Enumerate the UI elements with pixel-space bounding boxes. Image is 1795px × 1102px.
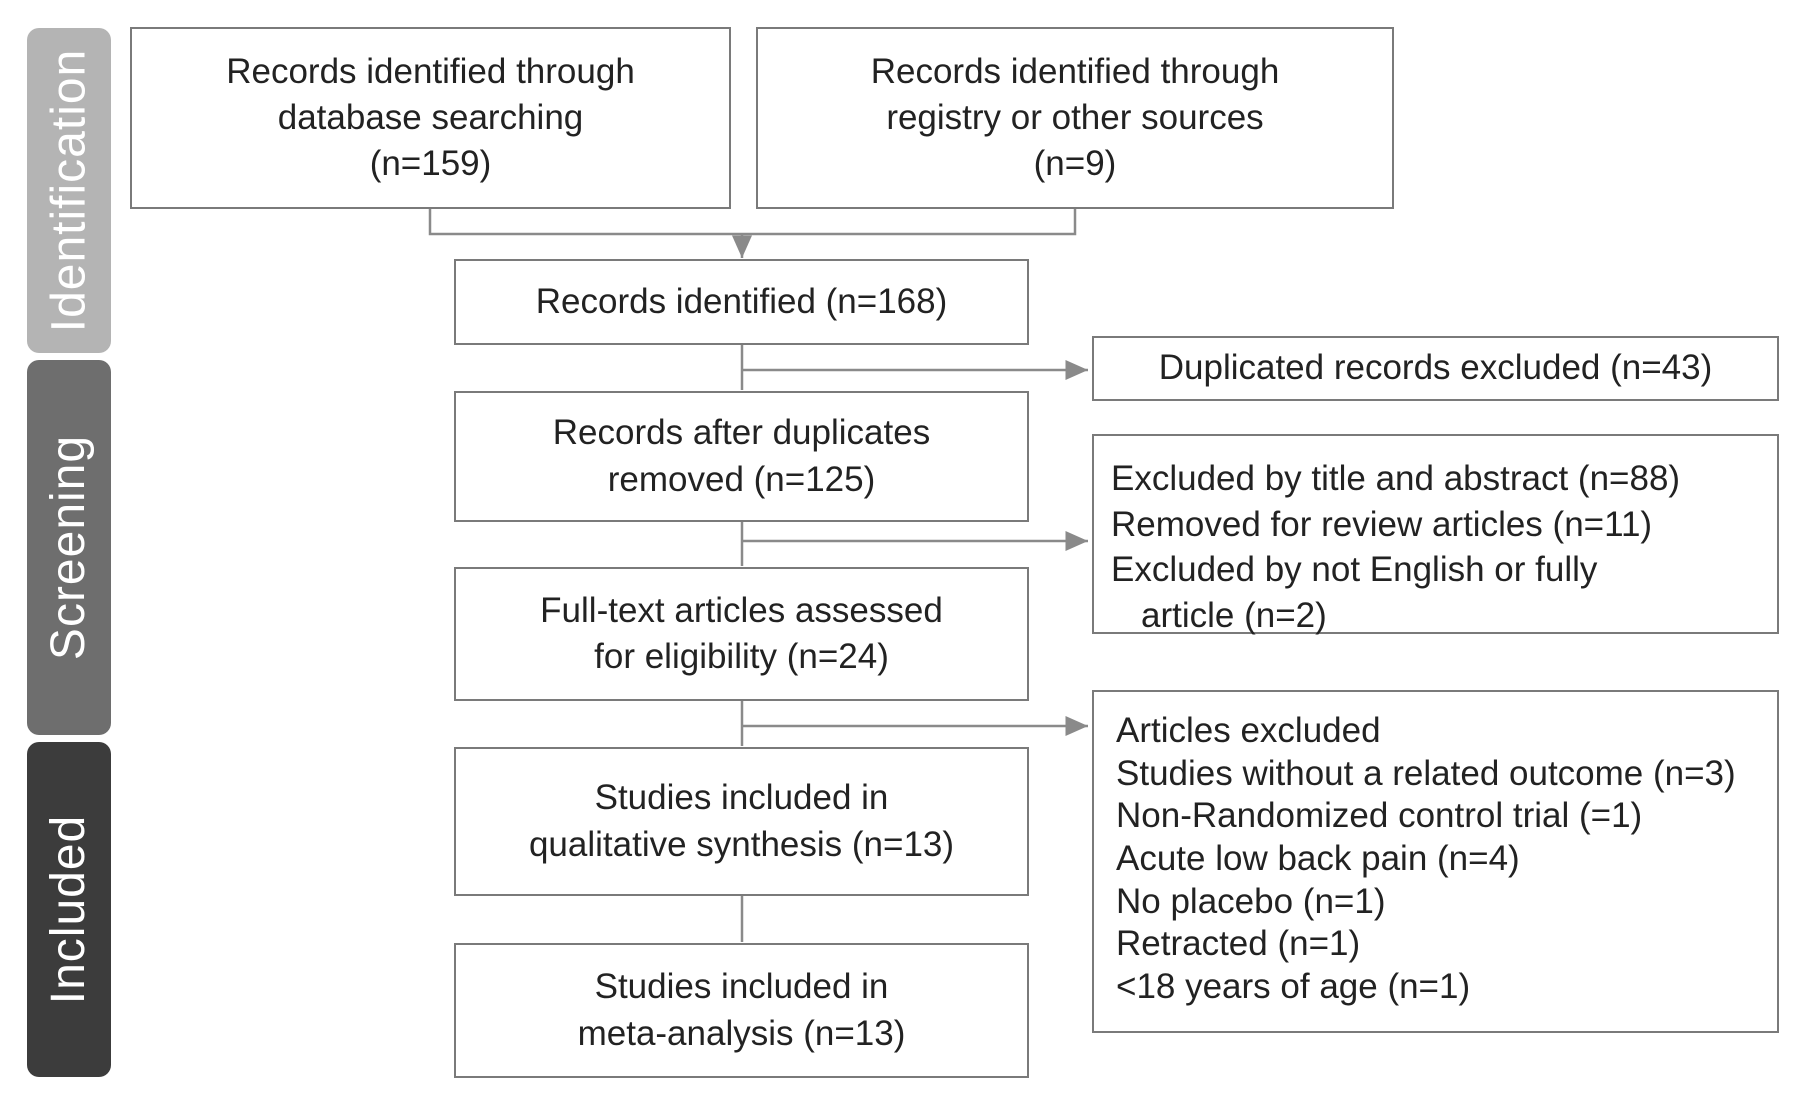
articles-excluded-title: Articles excluded xyxy=(1116,711,1381,750)
registry-records-count: (n=9) xyxy=(1033,144,1117,184)
meta-analysis-line1: Studies included in xyxy=(594,967,889,1007)
registry-records-box: Records identified through registry or o… xyxy=(756,27,1394,209)
qualitative-synthesis-box: Studies included in qualitative synthesi… xyxy=(454,747,1029,896)
exclusion-no-placebo: No placebo (n=1) xyxy=(1116,881,1386,921)
duplicates-excluded-box: Duplicated records excluded (n=43) xyxy=(1092,336,1779,401)
database-records-line1: Records identified through xyxy=(226,51,635,91)
exclusion-acute-low-back-pain: Acute low back pain (n=4) xyxy=(1116,839,1520,879)
excluded-not-english: Excluded by not English or fully xyxy=(1111,550,1598,589)
database-records-count: (n=159) xyxy=(369,144,492,184)
database-records-line2: database searching xyxy=(277,97,584,137)
duplicates-excluded-label: Duplicated records excluded (n=43) xyxy=(1158,348,1713,388)
records-identified-label: Records identified (n=168) xyxy=(535,281,948,321)
registry-records-line2: registry or other sources xyxy=(886,97,1264,137)
records-after-duplicates-line2: removed (n=125) xyxy=(607,459,876,499)
records-identified-box: Records identified (n=168) xyxy=(454,259,1029,345)
phase-identification: Identification xyxy=(27,28,111,353)
qualitative-synthesis-line2: qualitative synthesis (n=13) xyxy=(528,824,955,864)
fulltext-assessed-line2: for eligibility (n=24) xyxy=(594,637,889,676)
records-after-duplicates-line1: Records after duplicates xyxy=(552,413,931,453)
exclusion-no-related-outcome: Studies without a related outcome (n=3) xyxy=(1116,753,1736,793)
registry-records-line1: Records identified through xyxy=(870,51,1280,91)
exclusion-under-18: <18 years of age (n=1) xyxy=(1116,967,1471,1007)
meta-analysis-line2: meta-analysis (n=13) xyxy=(577,1013,906,1053)
screening-excluded-box: Excluded by title and abstract (n=88) Re… xyxy=(1092,434,1779,635)
database-records-box: Records identified through database sear… xyxy=(130,27,731,209)
exclusion-non-randomized: Non-Randomized control trial (=1) xyxy=(1116,796,1643,836)
excluded-not-english-cont: article (n=2) xyxy=(1141,595,1327,635)
phase-included: Included xyxy=(27,742,111,1077)
fulltext-assessed-line1: Full-text articles assessed xyxy=(540,590,943,630)
connector-sources-merge xyxy=(428,208,1077,236)
articles-excluded-box: Articles excluded Studies without a rela… xyxy=(1092,690,1779,1033)
removed-review-articles: Removed for review articles (n=11) xyxy=(1111,504,1653,544)
qualitative-synthesis-line1: Studies included in xyxy=(594,778,889,818)
records-after-duplicates-box: Records after duplicates removed (n=125) xyxy=(454,391,1029,522)
fulltext-assessed-box: Full-text articles assessed for eligibil… xyxy=(454,567,1029,701)
meta-analysis-box: Studies included in meta-analysis (n=13) xyxy=(454,943,1029,1078)
phase-screening: Screening xyxy=(27,360,111,735)
exclusion-retracted: Retracted (n=1) xyxy=(1116,924,1361,964)
excluded-title-abstract: Excluded by title and abstract (n=88) xyxy=(1111,459,1681,498)
